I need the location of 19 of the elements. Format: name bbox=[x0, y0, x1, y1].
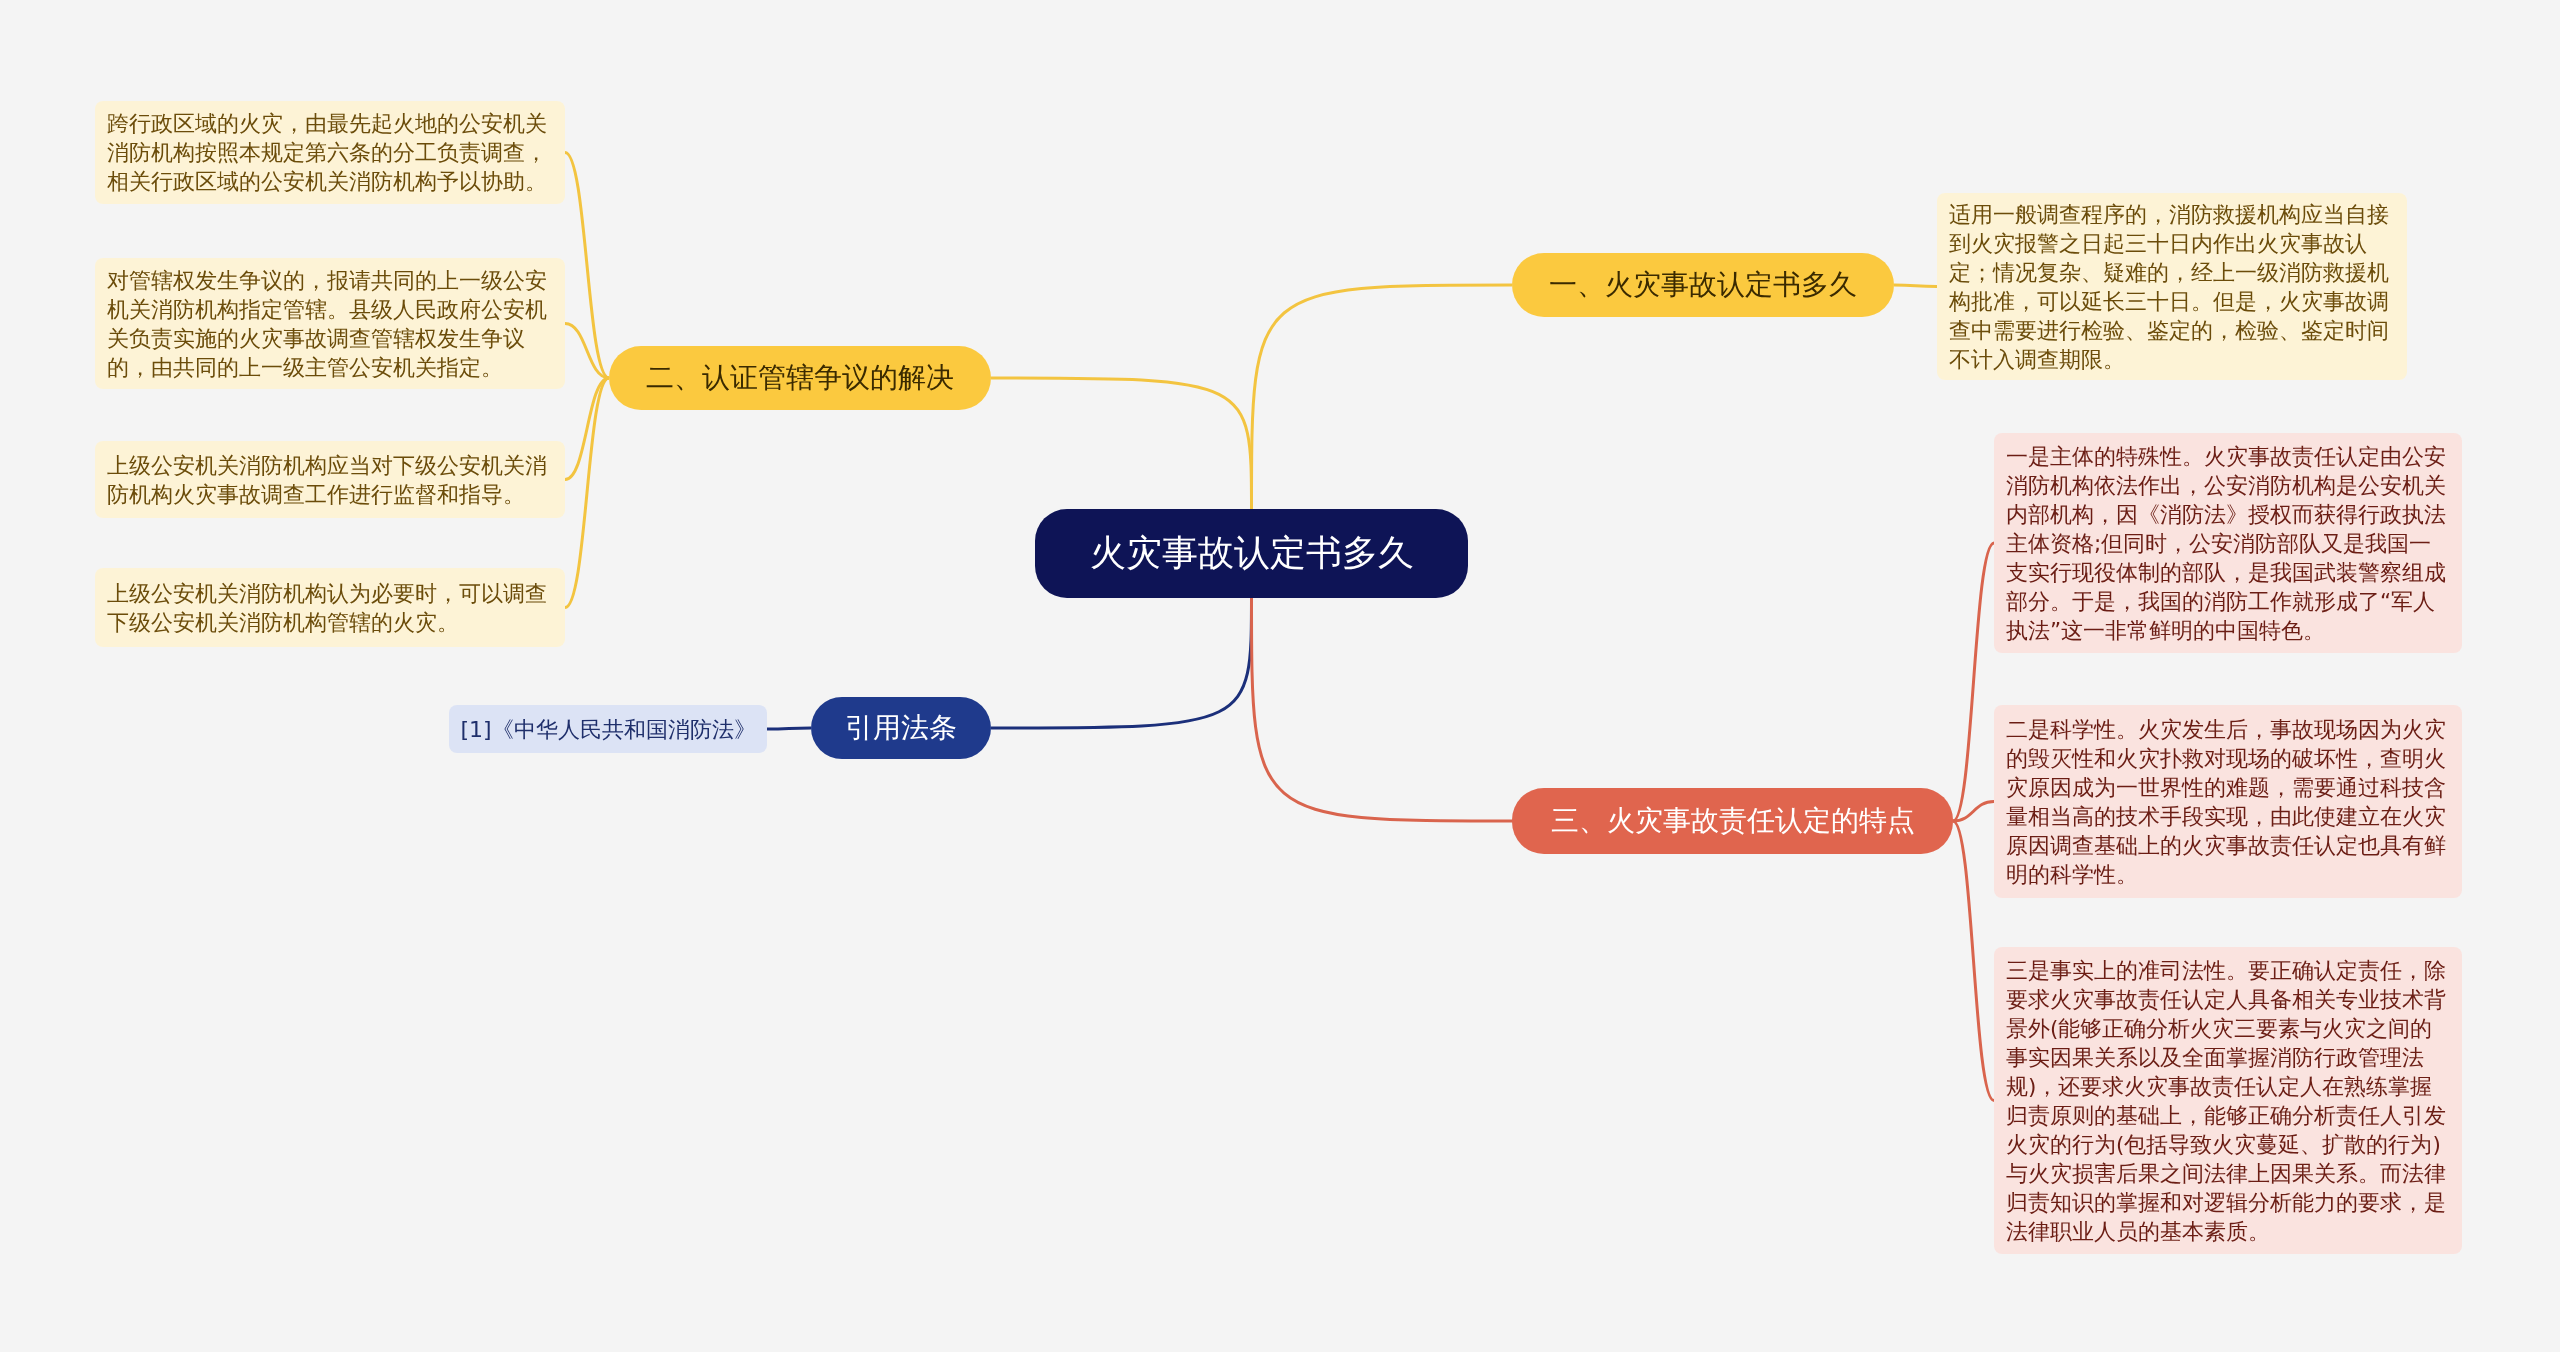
note-box: 三是事实上的准司法性。要正确认定责任，除要求火灾事故责任认定人具备相关专业技术背景外(能够正确分析火灾三要素与火灾之间的事实因果关系以及全面掌握消防行政管理法规)，还要求火灾事故责任认定人在熟练掌握归责原则的基础上，能够正确分析责任人引发火灾的行为(包括导致火灾蔓延、扩散的行为)与火灾损害后果之间法律上因果关系。而法律归责知识的掌握和对逻辑分析能力的要求，是法律职业人员的基本素质。 bbox=[1994, 947, 2462, 1254]
connector-line bbox=[1250, 598, 1512, 823]
note-box: 适用一般调查程序的，消防救援机构应当自接到火灾报警之日起三十日内作出火灾事故认定；情况复杂、疑难的，经上一级消防救援机构批准，可以延长三十日。但是，火灾事故调查中需要进行检验、鉴定的，检验、鉴定时间不计入调查期限。 bbox=[1937, 193, 2407, 380]
note-box: 二是科学性。火灾发生后，事故现场因为火灾的毁灭性和火灾扑救对现场的破坏性，查明火灾原因成为一世界性的难题，需要通过科技含量相当高的技术手段实现，由此使建立在火灾原因调查基础上的火灾事故责任认定也具有鲜明的科学性。 bbox=[1994, 705, 2462, 898]
connector-line bbox=[1894, 283, 1937, 288]
connector-line bbox=[991, 376, 1253, 509]
central-topic: 火灾事故认定书多久 bbox=[1035, 509, 1468, 598]
topic-box: 三、火灾事故责任认定的特点 bbox=[1512, 788, 1953, 854]
note-box: 一是主体的特殊性。火灾事故责任认定由公安消防机构依法作出，公安消防机构是公安机关内部机构，因《消防法》授权而获得行政执法主体资格;但同时，公安消防部队又是我国一支实行现役体制的部队，是我国武装警察组成部分。于是，我国的消防工作就形成了“军人执法”这一非常鲜明的中国特色。 bbox=[1994, 433, 2462, 653]
connector-line bbox=[1951, 820, 1996, 1102]
note-box: [1]《中华人民共和国消防法》 bbox=[449, 705, 767, 753]
note-box: 跨行政区域的火灾，由最先起火地的公安机关消防机构按照本规定第六条的分工负责调查，相关行政区域的公安机关消防机构予以协助。 bbox=[95, 101, 565, 204]
note-box: 上级公安机关消防机构认为必要时，可以调查下级公安机关消防机构管辖的火灾。 bbox=[95, 568, 565, 647]
note-box: 对管辖权发生争议的，报请共同的上一级公安机关消防机构指定管辖。县级人民政府公安机关负责实施的火灾事故调查管辖权发生争议的，由共同的上一级主管公安机关指定。 bbox=[95, 258, 565, 389]
note-box: 上级公安机关消防机构应当对下级公安机关消防机构火灾事故调查工作进行监督和指导。 bbox=[95, 441, 565, 518]
topic-box: 一、火灾事故认定书多久 bbox=[1512, 253, 1894, 317]
connector-line bbox=[767, 726, 811, 731]
topic-box: 引用法条 bbox=[811, 697, 991, 759]
topic-box: 二、认证管辖争议的解决 bbox=[609, 346, 991, 410]
